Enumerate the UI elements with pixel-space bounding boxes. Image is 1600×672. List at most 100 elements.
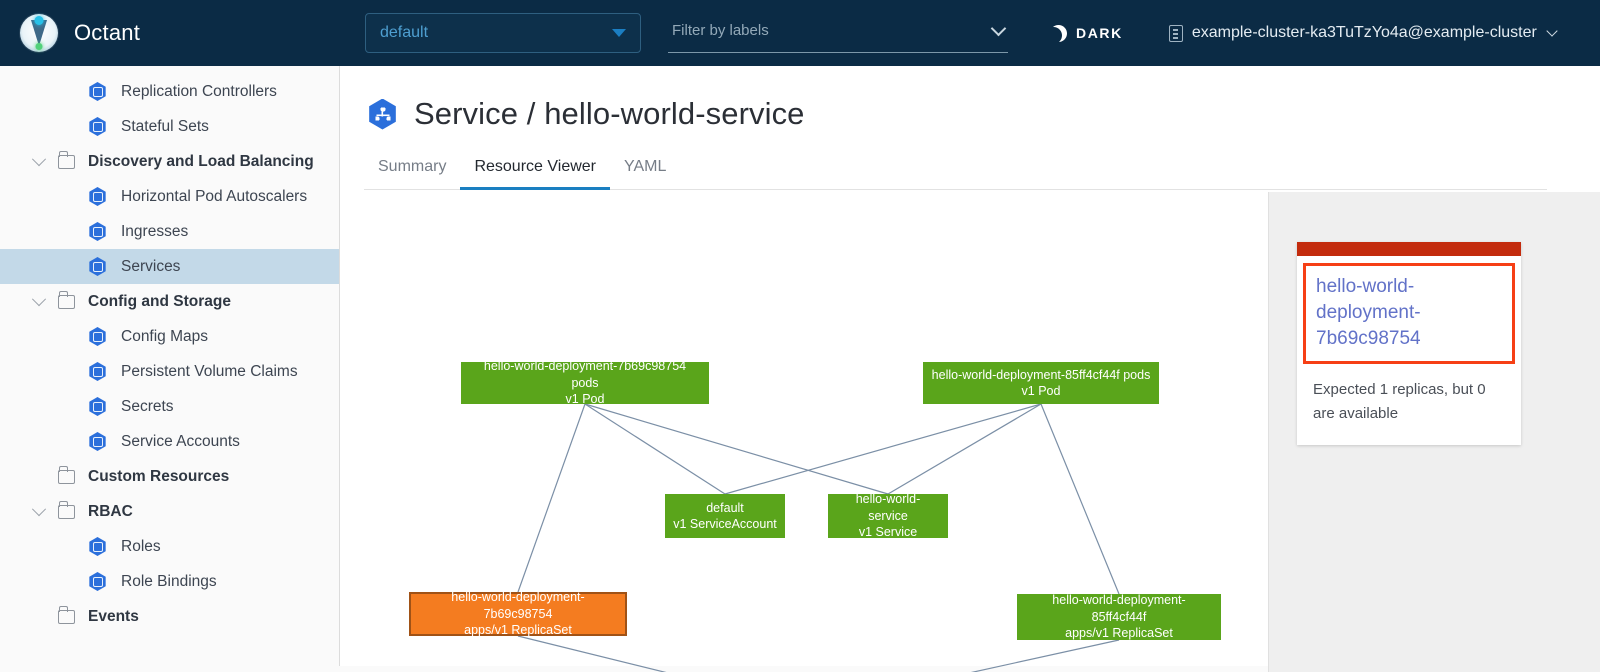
cluster-context-label: example-cluster-ka3TuTzYo4a@example-clus… — [1191, 24, 1537, 41]
k8s-resource-icon — [89, 537, 106, 556]
chevron-down-icon — [1546, 25, 1558, 37]
resource-viewer-graph[interactable]: hello-world-deployment-7b69c98754 pods v1… — [340, 192, 1600, 672]
sidebar-item-config-and-storage[interactable]: Config and Storage — [0, 284, 339, 319]
status-message: Expected 1 replicas, but 0 are available — [1313, 380, 1486, 423]
graph-edge — [1040, 403, 1120, 595]
k8s-resource-icon — [89, 327, 106, 346]
sidebar-item-label: Role Bindings — [121, 572, 217, 590]
sidebar-item-label: Roles — [121, 537, 161, 555]
graph-node-serviceaccount[interactable]: default v1 ServiceAccount — [665, 494, 785, 538]
graph-edge — [724, 403, 1042, 495]
chevron-down-icon — [990, 20, 1007, 36]
k8s-resource-icon — [89, 432, 106, 451]
theme-toggle-label: DARK — [1076, 25, 1123, 41]
k8s-resource-icon — [89, 362, 106, 381]
tab-yaml[interactable]: YAML — [624, 158, 667, 175]
namespace-select[interactable]: default — [365, 13, 641, 53]
folder-icon — [58, 150, 75, 169]
chevron-down-icon[interactable] — [31, 151, 47, 166]
chevron-down-icon[interactable] — [31, 501, 47, 516]
resource-link[interactable]: hello-world-deployment-7b69c98754 — [1316, 276, 1421, 350]
k8s-resource-icon — [89, 397, 106, 416]
sidebar-item-ingresses[interactable]: Ingresses — [0, 214, 339, 249]
detail-card: hello-world-deployment-7b69c98754 Expect… — [1297, 242, 1521, 446]
graph-edge — [970, 639, 1120, 672]
sidebar-item-service-accounts[interactable]: Service Accounts — [0, 424, 339, 459]
resource-link-highlight[interactable]: hello-world-deployment-7b69c98754 — [1303, 263, 1515, 364]
sidebar-item-label: Replication Controllers — [121, 82, 277, 100]
logo-bottom-dot-icon — [35, 43, 43, 50]
cluster-icon — [1168, 24, 1183, 42]
cluster-context-select[interactable]: example-cluster-ka3TuTzYo4a@example-clus… — [1168, 24, 1558, 42]
top-header: Octant default Filter by labels DARK exa… — [0, 0, 1600, 66]
sidebar-item-label: Ingresses — [121, 222, 189, 240]
graph-node-name: hello-world-deployment-7b69c98754 pods — [483, 359, 687, 390]
k8s-resource-icon — [89, 222, 106, 241]
graph-edges — [517, 403, 1120, 672]
graph-node-kind: v1 Service — [858, 525, 918, 540]
sidebar-item-custom-resources[interactable]: Custom Resources — [0, 459, 339, 494]
sidebar-item-stateful-sets[interactable]: Stateful Sets — [0, 109, 339, 144]
sidebar-item-horizontal-pod-autoscalers[interactable]: Horizontal Pod Autoscalers — [0, 179, 339, 214]
graph-edge — [517, 635, 667, 672]
sidebar-item-events[interactable]: Events — [0, 599, 339, 634]
sidebar-item-persistent-volume-claims[interactable]: Persistent Volume Claims — [0, 354, 339, 389]
folder-icon — [58, 605, 75, 624]
sidebar-item-label: Secrets — [121, 397, 174, 415]
expander-placeholder — [32, 607, 46, 621]
sidebar-nav: Replica Sets Replication ControllersStat… — [0, 66, 340, 666]
sidebar-item-label: Custom Resources — [88, 467, 230, 485]
sidebar-item-discovery-and-load-balancing[interactable]: Discovery and Load Balancing — [0, 144, 339, 179]
sidebar-item-roles[interactable]: Roles — [0, 529, 339, 564]
graph-edge — [887, 403, 1042, 495]
sidebar-item-label: Discovery and Load Balancing — [88, 152, 314, 170]
folder-icon — [58, 290, 75, 309]
namespace-value: default — [380, 24, 429, 41]
sidebar-item-rbac[interactable]: RBAC — [0, 494, 339, 529]
sidebar-item-config-maps[interactable]: Config Maps — [0, 319, 339, 354]
k8s-resource-icon — [89, 82, 106, 101]
graph-node-name: default — [706, 500, 744, 515]
sidebar-item-label: Persistent Volume Claims — [121, 362, 298, 380]
graph-edge — [584, 403, 726, 495]
tab-summary[interactable]: Summary — [378, 158, 447, 175]
label-filter-input[interactable]: Filter by labels — [668, 13, 1008, 53]
graph-node-pod-85ff[interactable]: hello-world-deployment-85ff4cf44f pods v1… — [923, 362, 1159, 404]
brand[interactable]: Octant — [0, 14, 345, 52]
label-filter-placeholder: Filter by labels — [672, 22, 769, 39]
graph-node-name: hello-world-deployment-85ff4cf44f — [1052, 593, 1186, 624]
k8s-service-icon — [369, 98, 396, 130]
graph-edge — [517, 403, 586, 593]
k8s-resource-icon — [89, 117, 106, 136]
sidebar-item-replication-controllers[interactable]: Replication Controllers — [0, 74, 339, 109]
sidebar-item-replica-sets-clipped[interactable]: Replica Sets — [0, 66, 339, 74]
sidebar-item-secrets[interactable]: Secrets — [0, 389, 339, 424]
caret-down-icon — [612, 29, 626, 37]
folder-icon — [58, 465, 75, 484]
expander-placeholder — [32, 467, 46, 481]
sidebar-item-label: Events — [88, 607, 139, 625]
sidebar-item-label: Stateful Sets — [121, 117, 209, 135]
sidebar-item-label: Config and Storage — [88, 292, 231, 310]
sidebar-item-role-bindings[interactable]: Role Bindings — [0, 564, 339, 599]
chevron-down-icon[interactable] — [31, 291, 47, 306]
tab-bar: Summary Resource Viewer YAML — [364, 154, 1547, 190]
graph-node-kind: v1 ServiceAccount — [673, 517, 777, 531]
tab-resource-viewer[interactable]: Resource Viewer — [460, 154, 610, 190]
graph-node-kind: v1 Pod — [1021, 384, 1061, 398]
detail-panel: hello-world-deployment-7b69c98754 Expect… — [1268, 192, 1600, 672]
k8s-resource-icon — [89, 257, 106, 276]
sidebar-item-label: Services — [121, 257, 181, 275]
k8s-resource-icon — [89, 572, 106, 591]
sidebar-item-services[interactable]: Services — [0, 249, 339, 284]
octant-logo-icon — [20, 14, 58, 52]
graph-node-kind: apps/v1 ReplicaSet — [464, 623, 572, 638]
graph-node-name: hello-world-deployment-85ff4cf44f pods — [931, 367, 1151, 382]
theme-toggle-button[interactable]: DARK — [1050, 25, 1123, 42]
